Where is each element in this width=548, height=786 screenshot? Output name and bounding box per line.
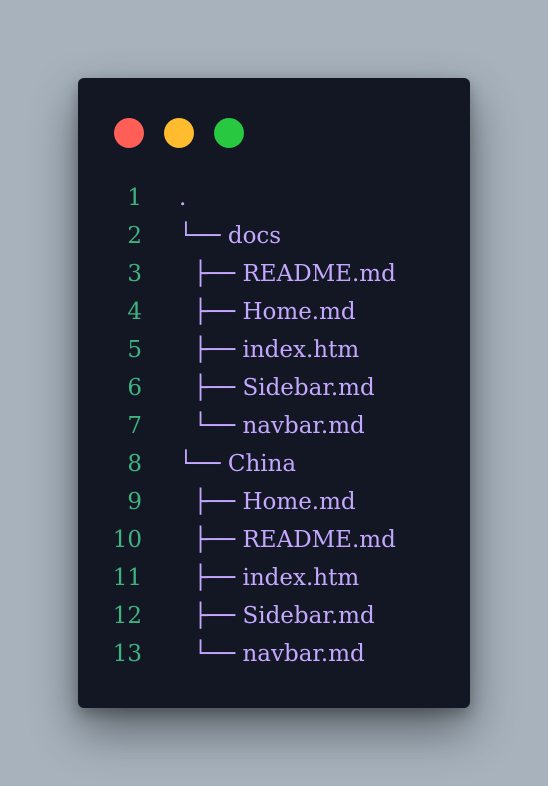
code-line: 4 ├── Home.md: [78, 293, 470, 331]
line-number: 7: [127, 413, 142, 439]
code-text: └── China: [179, 451, 297, 477]
code-text: ├── Sidebar.md: [179, 603, 375, 629]
line-number: 4: [127, 299, 142, 325]
code-line: 3 ├── README.md: [78, 255, 470, 293]
code-line: 10 ├── README.md: [78, 521, 470, 559]
code-text: ├── Home.md: [179, 299, 356, 325]
code-line: 5 ├── index.htm: [78, 331, 470, 369]
code-text: ├── README.md: [179, 527, 396, 553]
code-line: 6 ├── Sidebar.md: [78, 369, 470, 407]
code-text: ├── index.htm: [179, 337, 360, 363]
line-number: 6: [127, 375, 142, 401]
code-text: .: [179, 185, 187, 211]
maximize-dot-icon[interactable]: [214, 118, 244, 148]
line-number: 5: [127, 337, 142, 363]
code-line: 9 ├── Home.md: [78, 483, 470, 521]
code-text: ├── index.htm: [179, 565, 360, 591]
code-line: 7 └── navbar.md: [78, 407, 470, 445]
close-dot-icon[interactable]: [114, 118, 144, 148]
code-line: 11 ├── index.htm: [78, 559, 470, 597]
line-number: 8: [127, 451, 142, 477]
line-number: 11: [112, 565, 142, 591]
window-controls: [114, 118, 244, 148]
line-number: 13: [112, 641, 142, 667]
line-number: 2: [127, 223, 142, 249]
code-text: └── navbar.md: [179, 413, 365, 439]
line-number: 1: [127, 185, 142, 211]
line-number: 12: [112, 603, 142, 629]
code-text: ├── Home.md: [179, 489, 356, 515]
line-number: 3: [127, 261, 142, 287]
code-text: └── docs: [179, 223, 282, 249]
code-text: ├── Sidebar.md: [179, 375, 375, 401]
code-line: 2 └── docs: [78, 217, 470, 255]
code-line: 12 ├── Sidebar.md: [78, 597, 470, 635]
line-number: 10: [112, 527, 142, 553]
minimize-dot-icon[interactable]: [164, 118, 194, 148]
code-line: 13 └── navbar.md: [78, 635, 470, 673]
code-line: 8 └── China: [78, 445, 470, 483]
code-line: 1.: [78, 179, 470, 217]
code-text: └── navbar.md: [179, 641, 365, 667]
line-number: 9: [127, 489, 142, 515]
code-text: ├── README.md: [179, 261, 396, 287]
